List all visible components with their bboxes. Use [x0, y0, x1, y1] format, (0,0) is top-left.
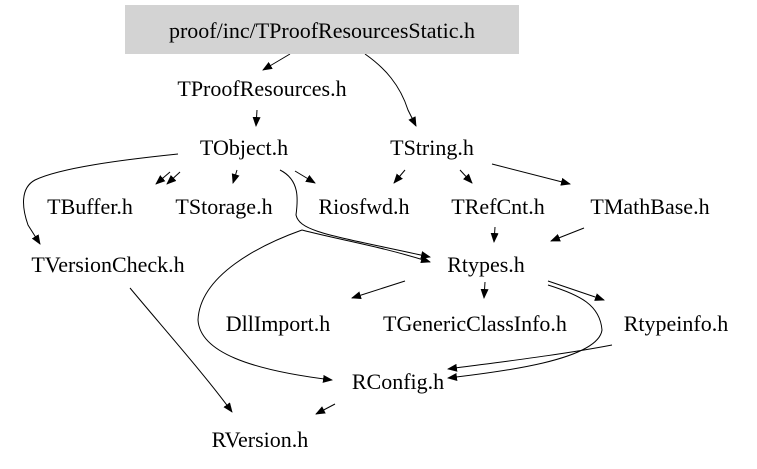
- edge-Rtypes-TGenericClassInfo: [480, 281, 489, 299]
- node-root[interactable]: proof/inc/TProofResourcesStatic.h: [169, 18, 475, 43]
- node-TMathBase[interactable]: TMathBase.h: [590, 194, 709, 219]
- edge-TString-Riosfwd: [393, 169, 406, 184]
- edge-TString-TMathBase: [491, 163, 571, 186]
- edge-TRefCnt-Rtypes: [490, 226, 499, 243]
- node-Riosfwd[interactable]: Riosfwd.h: [318, 194, 409, 219]
- nodes: proof/inc/TProofResourcesStatic.h TProof…: [31, 5, 728, 452]
- edge-Rtypes-RConfig: [447, 284, 603, 381]
- edge-TObject-TStorage: [166, 171, 181, 185]
- edge-Rtypeinfo-RConfig: [447, 344, 613, 372]
- node-TBuffer[interactable]: TBuffer.h: [47, 194, 133, 219]
- node-RVersion[interactable]: RVersion.h: [212, 427, 309, 452]
- node-Rtypes[interactable]: Rtypes.h: [447, 252, 525, 277]
- edge-TObject-TBuffer: [155, 171, 171, 185]
- node-TString[interactable]: TString.h: [390, 135, 474, 160]
- node-RConfig[interactable]: RConfig.h: [352, 369, 444, 394]
- root-node-box: [125, 5, 519, 54]
- node-TRefCnt[interactable]: TRefCnt.h: [451, 194, 545, 219]
- node-TObject[interactable]: TObject.h: [200, 135, 288, 160]
- node-TVersionCheck[interactable]: TVersionCheck.h: [31, 252, 184, 277]
- edge-root-TString: [364, 53, 417, 127]
- edge-TMathBase-Rtypes: [550, 227, 585, 242]
- node-TGenericClassInfo[interactable]: TGenericClassInfo.h: [383, 311, 567, 336]
- edges: [23, 53, 613, 415]
- edge-TObject-Riosfwd: [294, 170, 316, 184]
- edge-Rtypes-DllImport: [351, 280, 406, 300]
- edge-TObject-TStorage-2: [231, 169, 240, 184]
- edge-root-TProofResources: [262, 53, 291, 71]
- edge-TStorage-Rtypes: [301, 229, 431, 264]
- edge-TProofResources-TObject: [252, 109, 261, 127]
- edge-TString-TRefCnt: [459, 169, 473, 184]
- edge-RConfig-RVersion: [315, 403, 336, 415]
- edge-Riosfwd-RConfig: [197, 229, 333, 383]
- node-TStorage[interactable]: TStorage.h: [175, 194, 272, 219]
- edge-Rtypes-Rtypeinfo: [547, 280, 605, 301]
- node-DllImport[interactable]: DllImport.h: [226, 311, 331, 336]
- edge-TVersionCheck-RVersion: [129, 287, 233, 413]
- edge-TObject-Rtypes: [279, 169, 431, 259]
- edge-TObject-TVersionCheck: [23, 153, 179, 245]
- node-TProofResources[interactable]: TProofResources.h: [177, 76, 346, 101]
- node-Rtypeinfo[interactable]: Rtypeinfo.h: [624, 311, 729, 336]
